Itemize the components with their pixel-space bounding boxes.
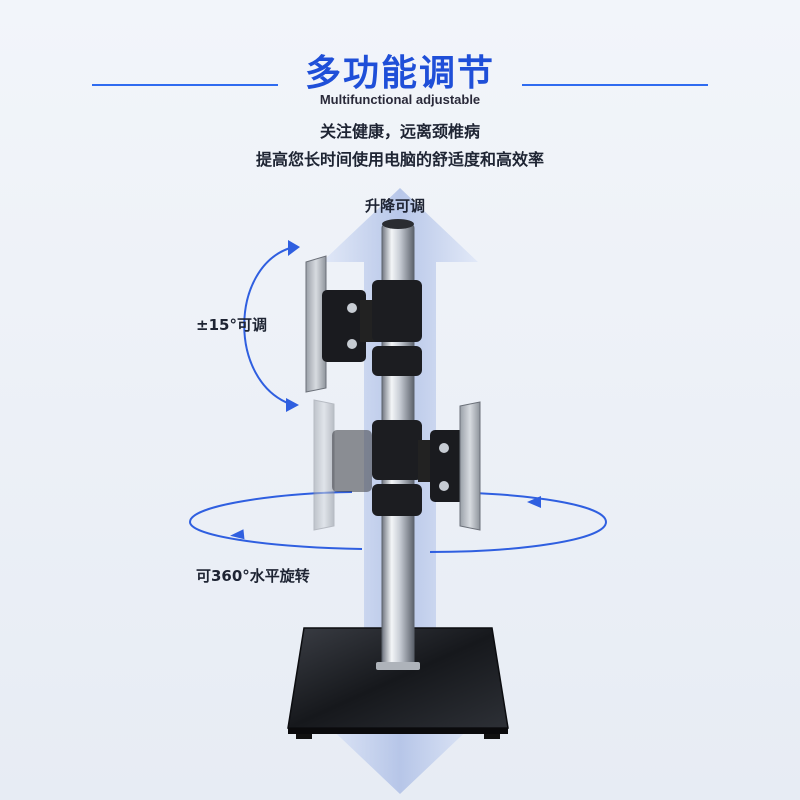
description-line-1: 关注健康，远离颈椎病: [319, 122, 480, 141]
lower-arm-clamp: [313, 399, 481, 531]
description-line-2: 提高您长时间使用电脑的舒适度和高效率: [255, 150, 544, 169]
upper-arm-clamp: [305, 255, 422, 393]
glass-base: [287, 627, 509, 739]
title-rule-left: [92, 84, 278, 86]
lift-adjust-label: 升降可调: [365, 197, 426, 215]
rotation-label: 可360°水平旋转: [196, 567, 310, 585]
rotation-ellipse-arrow-icon: [188, 491, 608, 553]
tilt-arc-arrow-icon: [243, 240, 300, 412]
page-subtitle: Multifunctional adjustable: [319, 92, 481, 107]
title-rule-right: [522, 84, 708, 86]
tilt-adjust-label: ±15°可调: [196, 316, 267, 334]
page-title: 多功能调节: [304, 53, 495, 94]
